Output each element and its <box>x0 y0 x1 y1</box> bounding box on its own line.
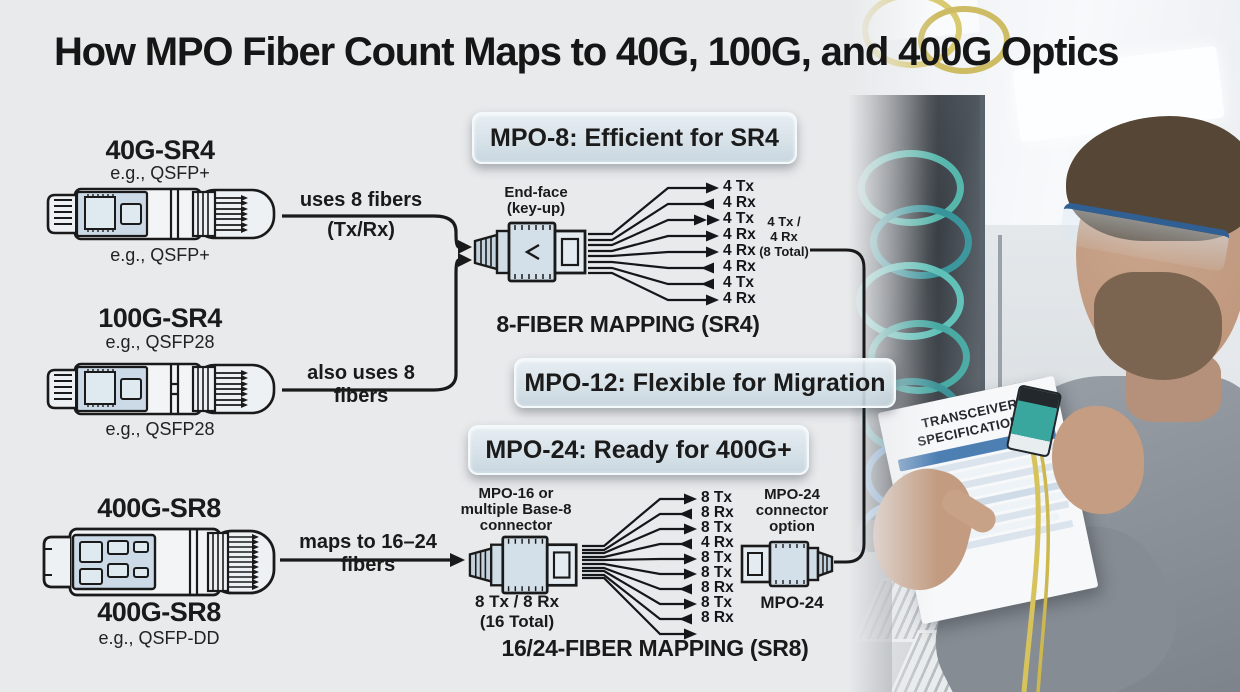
technician-hair <box>1066 116 1240 241</box>
fiber-label-8-7: 4 Tx <box>723 274 755 291</box>
fiber-label-16-8: 8 Tx <box>701 594 733 611</box>
banner-mpo8: MPO-8: Efficient for SR4 <box>472 112 797 164</box>
mpo16-below-label: 8 Tx / 8 Rx (16 Total) <box>474 592 560 631</box>
transceiver-example-100g-bottom: e.g., QSFP28 <box>105 419 215 439</box>
fiber-patch-cable <box>1021 451 1050 692</box>
banner-mpo12: MPO-12: Flexible for Migration <box>514 358 896 408</box>
fiber-label-8-4: 4 Rx <box>723 226 756 243</box>
technician-beard <box>1094 272 1222 380</box>
banner-mpo24: MPO-24: Ready for 400G+ <box>468 425 809 475</box>
mapping16-caption: 16/24-FIBER MAPPING (SR8) <box>501 635 809 661</box>
mpo8-side-note: 4 Tx / 4 Rx (8 Total) <box>759 214 809 259</box>
fiber-label-8-3: 4 Tx <box>723 210 755 227</box>
mpo16-connector-label: MPO-16 or multiple Base-8 connector <box>460 485 572 534</box>
arrow-label-maps-to-16-24-fibers: maps to 16–24 fibers <box>299 531 437 576</box>
transceiver-name-40g: 40G-SR4 <box>105 135 215 165</box>
qsfp-plus-transceiver-diagram <box>46 187 276 241</box>
qsfp28-transceiver-diagram <box>46 362 276 416</box>
arrow-sublabel-tx-rx: (Tx/Rx) <box>327 219 395 241</box>
fiber-label-8-5: 4 Rx <box>723 242 756 259</box>
fiber-label-16-7: 8 Rx <box>701 579 734 596</box>
fiber-label-8-8: 4 Rx <box>723 290 756 307</box>
mpo8-connector-diagram <box>473 221 587 283</box>
fiber-label-8-2: 4 Rx <box>723 194 756 211</box>
transceiver-example-40g-top: e.g., QSFP+ <box>110 163 210 183</box>
fiber-label-16-2: 8 Rx <box>701 504 734 521</box>
mpo16-connector-diagram <box>468 535 578 595</box>
transceiver-example-400g-bottom: e.g., QSFP-DD <box>98 628 220 648</box>
transceiver-name-400g: 400G-SR8 <box>97 493 221 523</box>
arrow-label-also-uses-8-fibers: also uses 8 fibers <box>307 362 415 407</box>
transceiver-name-400g-bottom: 400G-SR8 <box>97 597 221 627</box>
fiber-label-8-1: 4 Tx <box>723 178 755 195</box>
server-room-photo: TRANSCEIVER SPECIFICATIONS <box>848 0 1240 692</box>
mpo24-option-label: MPO-24 connector option <box>755 486 829 535</box>
transceiver-example-40g-bottom: e.g., QSFP+ <box>110 245 210 265</box>
mapping8-caption: 8-FIBER MAPPING (SR4) <box>496 311 760 337</box>
mpo24-name-label: MPO-24 <box>760 593 824 612</box>
transceiver-example-100g-top: e.g., QSFP28 <box>105 332 215 352</box>
transceiver-name-100g: 100G-SR4 <box>98 303 222 333</box>
technician-right-hand <box>1052 406 1144 514</box>
fiber-label-16-9: 8 Rx <box>701 609 734 626</box>
endface-label: End-face (key-up) <box>504 184 568 217</box>
fiber-label-8-6: 4 Rx <box>723 258 756 275</box>
mpo24-connector-diagram <box>740 540 834 588</box>
arrow-label-uses-8-fibers: uses 8 fibers <box>299 189 423 211</box>
page-title: How MPO Fiber Count Maps to 40G, 100G, a… <box>54 30 1120 74</box>
qsfp-dd-transceiver-diagram <box>42 527 276 597</box>
fiber-label-16-4: 4 Rx <box>701 534 734 551</box>
fiber-label-16-6: 8 Tx <box>701 564 733 581</box>
fiber-label-16-5: 8 Tx <box>701 549 733 566</box>
fiber-label-16-3: 8 Tx <box>701 519 733 536</box>
fiber-label-16-1: 8 Tx <box>701 489 733 506</box>
